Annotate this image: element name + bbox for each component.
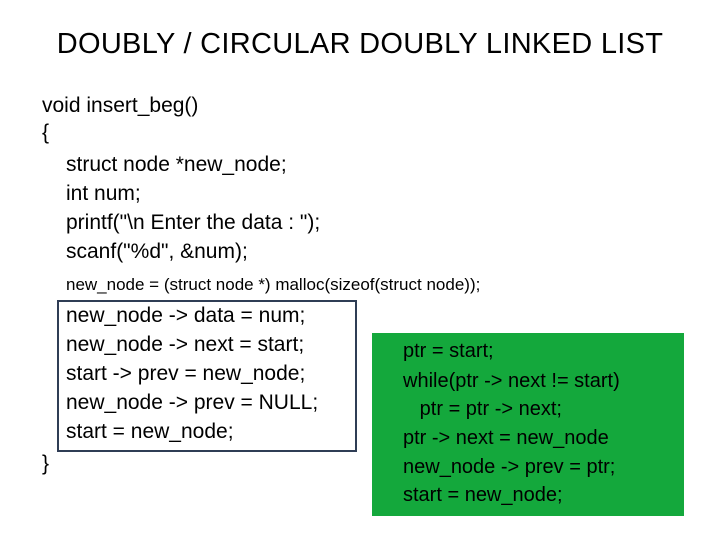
code-line: start -> prev = new_node; [66, 362, 306, 385]
code-line: int num; [66, 182, 141, 205]
code-line: struct node *new_node; [66, 153, 287, 176]
code-line: { [42, 121, 50, 144]
code-line: new_node -> data = num; [66, 304, 306, 327]
code-line: start = new_node; [66, 420, 234, 443]
code-line: printf("\n Enter the data : "); [66, 211, 321, 234]
code-line: new_node = (struct node *) malloc(sizeof… [66, 275, 481, 294]
circular-code-line: ptr = start; [403, 340, 494, 362]
circular-code-line: new_node -> prev = ptr; [403, 456, 616, 478]
code-line: new_node -> next = start; [66, 333, 305, 356]
code-line: } [42, 452, 50, 475]
doubly-list-highlight-box [57, 300, 357, 452]
circular-code-line: start = new_node; [403, 484, 563, 506]
circular-code-line: ptr = ptr -> next; [403, 398, 562, 420]
code-line: new_node -> prev = NULL; [66, 391, 319, 414]
circular-code-line: while(ptr -> next != start) [403, 370, 620, 392]
slide-title: DOUBLY / CIRCULAR DOUBLY LINKED LIST [56, 28, 664, 60]
circular-code-line: ptr -> next = new_node [403, 427, 609, 449]
code-line: void insert_beg() [42, 94, 199, 117]
circular-list-code-panel: ptr = start; while(ptr -> next != start)… [372, 333, 684, 516]
code-line: scanf("%d", &num); [66, 240, 248, 263]
